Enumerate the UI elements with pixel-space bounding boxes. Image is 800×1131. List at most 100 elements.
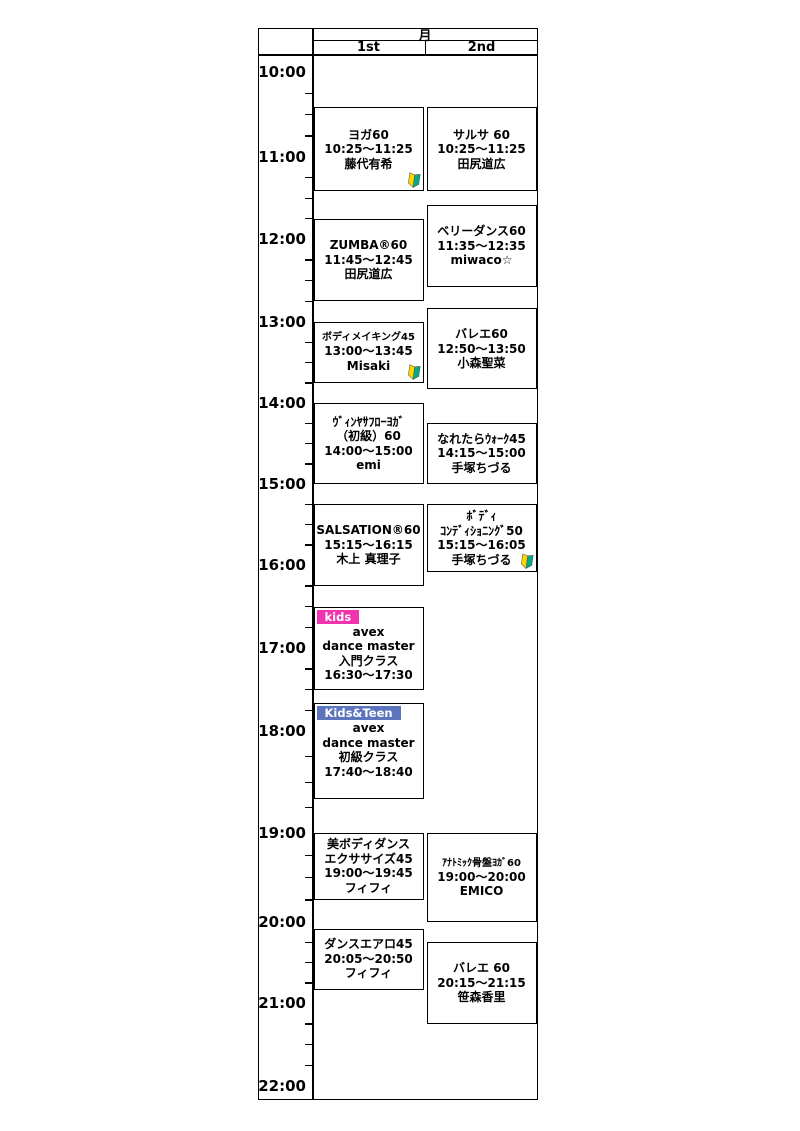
class-line: バレエ 60 [453,961,510,976]
column-header-1st: 1st [357,40,380,55]
time-label: 11:00 [258,148,306,166]
class-line: ボディメイキング45 [322,332,415,344]
quarter-hour-tick [305,756,312,758]
class-line: 手塚ちづる [451,460,512,475]
class-line: dance master [322,735,415,750]
quarter-hour-tick [305,689,312,691]
class-line: 小森聖菜 [457,356,506,371]
time-label: 18:00 [258,722,306,740]
quarter-hour-tick [305,877,312,879]
class-line: ダンスエアロ45 [324,937,413,952]
time-label: 22:00 [258,1077,306,1095]
class-line: dance master [322,639,415,653]
quarter-hour-tick [305,443,312,445]
quarter-hour-tick [305,92,312,95]
quarter-hour-tick [305,709,312,712]
class-line: 19:00〜20:00 [437,869,526,884]
class-line: avex [352,721,385,736]
quarter-hour-tick [305,280,312,282]
quarter-hour-tick [305,135,312,137]
class-line: emi [356,458,381,472]
beginner-icon [407,172,421,189]
quarter-hour-tick [305,259,312,261]
class-line: 15:15〜16:05 [437,538,526,553]
time-axis-line [312,28,314,1100]
quarter-hour-tick [305,668,312,670]
class-line: 木上 真理子 [336,552,401,567]
class-line: ヨガ60 [348,127,389,142]
class-line: 11:45〜12:45 [324,252,413,267]
quarter-hour-tick [305,341,312,344]
class-line: 田尻道広 [344,267,393,282]
class-line: エクササイズ45 [324,851,413,866]
quarter-hour-tick [305,422,312,425]
class-line: avex [352,624,385,639]
quarter-hour-tick [305,218,312,220]
time-label: 12:00 [258,230,306,248]
quarter-hour-tick [305,1044,312,1046]
class-line: ベリーダンス60 [437,224,526,239]
quarter-hour-tick [305,300,312,303]
beginner-icon [407,364,421,380]
class-line: 13:00〜13:45 [324,344,413,359]
class-line: 11:35〜12:35 [437,238,526,253]
class-line: バレエ60 [455,327,508,342]
time-label: 20:00 [258,913,306,931]
quarter-hour-tick [305,962,312,964]
class-line: 14:15〜15:00 [437,446,526,461]
class-line: サルサ 60 [453,127,510,142]
quarter-hour-tick [305,544,312,546]
class-line: miwaco☆ [450,253,513,268]
class-line: 15:15〜16:15 [324,537,413,552]
quarter-hour-tick [305,606,312,608]
time-label: 10:00 [258,63,306,81]
class-line: 19:00〜19:45 [324,866,413,881]
class-line: 17:40〜18:40 [324,764,413,779]
column-header-2nd: 2nd [467,40,496,55]
quarter-hour-tick [305,197,312,199]
quarter-hour-tick [305,626,312,629]
quarter-hour-tick [305,1023,312,1025]
kids-badge: kids [316,609,360,624]
time-label: 13:00 [258,313,306,331]
class-line: 20:05〜20:50 [324,951,413,966]
class-line: 笹森香里 [457,990,506,1005]
quarter-hour-tick [305,585,312,587]
class-line: フィフィ [344,880,393,895]
class-line: ｳﾞｨﾝﾔｻﾌﾛｰﾖｶﾞ [332,414,405,429]
quarter-hour-tick [305,362,312,364]
time-label: 21:00 [258,994,306,1012]
kids-teen-badge: Kids&Teen [316,706,401,721]
class-line: Misaki [346,358,391,373]
quarter-hour-tick [305,177,312,179]
time-label: 16:00 [258,556,306,574]
class-line: 16:30〜17:30 [324,668,413,682]
header-columns-underline [258,54,538,56]
class-line: 初級クラス [338,750,399,765]
time-label: 14:00 [258,394,306,412]
header-column-divider [425,40,427,55]
quarter-hour-tick [305,807,312,809]
class-line: 美ボディダンス [327,837,410,852]
quarter-hour-tick [305,982,312,984]
quarter-hour-tick [305,463,312,465]
class-line: ﾎﾞﾃﾞｨ [466,509,497,524]
quarter-hour-tick [305,941,312,944]
quarter-hour-tick [305,781,312,783]
class-line: 10:25〜11:25 [324,142,413,157]
quarter-hour-tick [305,899,312,901]
